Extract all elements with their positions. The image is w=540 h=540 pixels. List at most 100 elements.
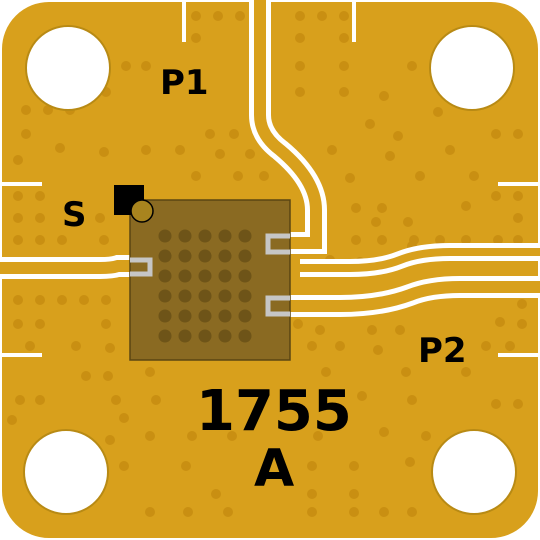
- via-dot: [349, 507, 359, 517]
- via-dot: [371, 217, 381, 227]
- via-dot: [393, 131, 403, 141]
- chip-via-dot: [178, 249, 192, 263]
- via-dot: [377, 203, 387, 213]
- chip-via-dot: [178, 229, 192, 243]
- via-dot: [111, 395, 121, 405]
- via-dot: [513, 129, 523, 139]
- via-dot: [145, 431, 155, 441]
- via-dot: [13, 191, 23, 201]
- via-dot: [119, 461, 129, 471]
- via-dot: [13, 295, 23, 305]
- via-dot: [145, 507, 155, 517]
- label-part-number: 1755: [196, 379, 352, 444]
- via-dot: [229, 129, 239, 139]
- via-dot: [379, 91, 389, 101]
- via-dot: [205, 129, 215, 139]
- chip-via-dot: [198, 309, 212, 323]
- via-dot: [505, 341, 515, 351]
- via-dot: [119, 413, 129, 423]
- via-dot: [181, 461, 191, 471]
- chip-via-array: [158, 229, 252, 343]
- via-dot: [99, 235, 109, 245]
- chip-via-dot: [178, 309, 192, 323]
- via-dot: [315, 325, 325, 335]
- via-dot: [513, 235, 523, 245]
- via-dot: [513, 213, 523, 223]
- via-dot: [259, 171, 269, 181]
- via-dot: [421, 431, 431, 441]
- via-dot: [295, 61, 305, 71]
- via-dot: [307, 461, 317, 471]
- via-dot: [215, 149, 225, 159]
- via-dot: [339, 61, 349, 71]
- trace-left-s: [0, 255, 142, 279]
- via-dot: [415, 171, 425, 181]
- chip-via-dot: [198, 249, 212, 263]
- pad-left: [130, 257, 153, 277]
- via-dot: [407, 507, 417, 517]
- via-dot: [105, 435, 115, 445]
- mounting-holes: [23, 25, 517, 515]
- via-dot: [21, 129, 31, 139]
- via-dot: [21, 105, 31, 115]
- chip-via-dot: [218, 329, 232, 343]
- via-dot: [101, 319, 111, 329]
- hole-bottom-right-icon: [431, 429, 517, 515]
- via-dot: [321, 367, 331, 377]
- chip-via-dot: [158, 269, 172, 283]
- via-dot: [57, 295, 67, 305]
- hole-top-right-icon: [429, 25, 515, 111]
- via-dot: [405, 457, 415, 467]
- via-dot: [293, 319, 303, 329]
- chip-via-dot: [238, 289, 252, 303]
- label-s: S: [62, 195, 87, 235]
- via-dot: [395, 325, 405, 335]
- hole-bottom-left-icon: [23, 429, 109, 515]
- chip-via-dot: [178, 269, 192, 283]
- via-dot: [495, 317, 505, 327]
- via-field: [7, 11, 527, 517]
- trace-p2: [280, 276, 540, 317]
- via-dot: [435, 235, 445, 245]
- via-dot: [357, 391, 367, 401]
- via-dot: [43, 105, 53, 115]
- via-dot: [35, 395, 45, 405]
- via-dot: [379, 507, 389, 517]
- via-dot: [339, 33, 349, 43]
- via-dot: [365, 119, 375, 129]
- via-dot: [493, 235, 503, 245]
- via-dot: [517, 299, 527, 309]
- via-dot: [121, 61, 131, 71]
- chip-via-dot: [158, 229, 172, 243]
- via-dot: [13, 235, 23, 245]
- via-dot: [339, 11, 349, 21]
- via-dot: [103, 371, 113, 381]
- via-dot: [95, 213, 105, 223]
- via-dot: [403, 217, 413, 227]
- trace-right-upper: [300, 243, 540, 277]
- via-dot: [183, 507, 193, 517]
- via-dot: [233, 171, 243, 181]
- via-dot: [25, 341, 35, 351]
- chip-via-dot: [218, 229, 232, 243]
- via-dot: [433, 107, 443, 117]
- chip-via-dot: [238, 329, 252, 343]
- via-dot: [7, 415, 17, 425]
- via-dot: [339, 87, 349, 97]
- via-dot: [235, 11, 245, 21]
- via-dot: [349, 489, 359, 499]
- via-dot: [295, 87, 305, 97]
- via-dot: [79, 295, 89, 305]
- via-dot: [335, 341, 345, 351]
- chip-via-dot: [238, 309, 252, 323]
- via-dot: [151, 395, 161, 405]
- chip-via-dot: [198, 329, 212, 343]
- via-dot: [401, 367, 411, 377]
- via-dot: [367, 325, 377, 335]
- via-dot: [175, 145, 185, 155]
- chip-via-dot: [238, 229, 252, 243]
- via-dot: [57, 235, 67, 245]
- via-dot: [99, 147, 109, 157]
